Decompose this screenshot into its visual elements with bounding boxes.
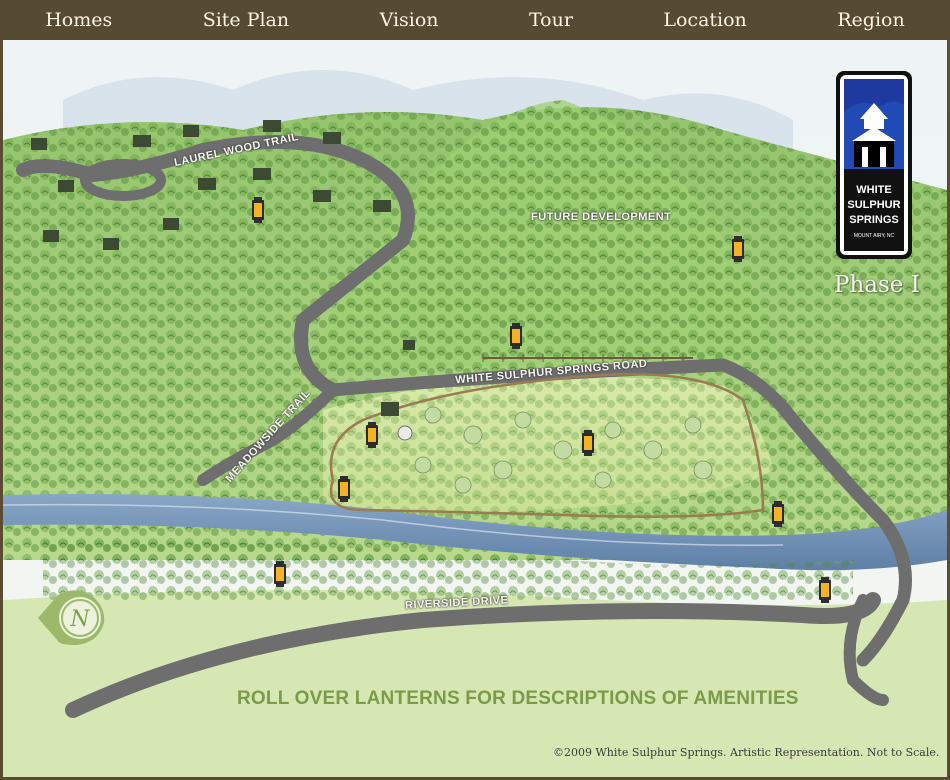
nav-vision[interactable]: Vision <box>379 9 439 31</box>
lantern-icon[interactable] <box>818 577 832 603</box>
compass-letter: N <box>69 607 90 632</box>
logo-line-3: SPRINGS <box>849 214 899 226</box>
logo-line-2: SULPHUR <box>847 199 900 211</box>
top-navigation: Homes Site Plan Vision Tour Location Reg… <box>0 0 950 40</box>
nav-tour[interactable]: Tour <box>528 9 573 31</box>
lantern-icon[interactable] <box>581 430 595 456</box>
copyright-text: ©2009 White Sulphur Springs. Artistic Re… <box>553 746 940 759</box>
lantern-icon[interactable] <box>771 501 785 527</box>
nav-region[interactable]: Region <box>837 9 905 31</box>
logo-location: MOUNT AIRY, NC <box>854 233 895 239</box>
lantern-icon[interactable] <box>273 561 287 587</box>
lantern-icon[interactable] <box>509 323 523 349</box>
nav-homes[interactable]: Homes <box>45 9 113 31</box>
phase-label: Phase I <box>834 272 920 298</box>
instructions-text: ROLL OVER LANTERNS FOR DESCRIPTIONS OF A… <box>237 688 799 709</box>
compass-north-icon[interactable]: N <box>36 587 108 649</box>
map-illustration <box>3 40 947 777</box>
nav-site-plan[interactable]: Site Plan <box>202 9 290 31</box>
lantern-icon[interactable] <box>337 476 351 502</box>
nav-location[interactable]: Location <box>663 9 747 31</box>
lantern-icon[interactable] <box>731 236 745 262</box>
lantern-icon[interactable] <box>365 422 379 448</box>
site-plan-map: LAUREL WOOD TRAIL FUTURE DEVELOPMENT WHI… <box>3 40 947 777</box>
house-icon <box>31 120 415 416</box>
logo-line-1: WHITE <box>856 184 891 196</box>
lantern-icon[interactable] <box>251 197 265 223</box>
label-future-development: FUTURE DEVELOPMENT <box>531 211 672 223</box>
gazebo-logo-icon[interactable]: WHITE SULPHUR SPRINGS MOUNT AIRY, NC <box>836 71 912 259</box>
